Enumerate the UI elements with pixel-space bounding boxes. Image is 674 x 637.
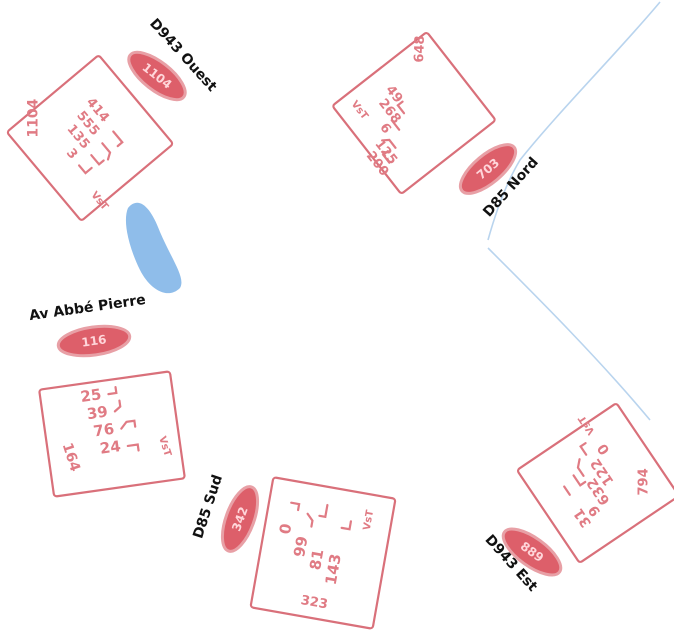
d85-sud-count-4: 143 — [322, 552, 345, 586]
d943-est-arrow-4 — [563, 485, 571, 496]
av-abbe-pierre-total: 164 — [59, 441, 83, 474]
d85-nord-marker: 703 — [458, 143, 518, 195]
d943-ouest-count-4: 3 — [63, 146, 80, 163]
d943-ouest-arrow-2 — [101, 142, 112, 161]
d85-nord-group: 648 49 268 6 125 200 VsT 703 D85 Nord — [332, 32, 542, 220]
d943-ouest-group: 1104 414 555 135 3 VsT 1104 D943 Ouest — [6, 16, 220, 221]
d85-sud-count-box: 323 0 99 81 143 VsT — [249, 476, 397, 630]
av-abbe-pierre-arrow-3 — [120, 419, 137, 430]
d943-ouest-total: 1104 — [26, 98, 42, 137]
d943-est-count-box: 794 0 122 632 9 31 VsT — [517, 403, 674, 563]
av-abbe-pierre-label: Av Abbé Pierre — [28, 292, 147, 324]
road-line-east — [487, 247, 651, 421]
av-abbe-pierre-count-2: 39 — [86, 402, 109, 423]
av-abbe-pierre-count-4: 24 — [99, 437, 122, 458]
d943-est-arrow-1 — [579, 442, 588, 456]
d943-est-count-1: 0 — [594, 440, 613, 457]
av-abbe-pierre-count-1: 25 — [79, 385, 102, 406]
d85-nord-vt: VsT — [349, 99, 370, 122]
d85-sud-arrow-1 — [290, 501, 301, 512]
av-abbe-pierre-arrow-1 — [107, 385, 118, 396]
d943-ouest-arrow-1 — [112, 130, 124, 148]
av-abbe-pierre-marker: 116 — [56, 324, 132, 358]
d85-sud-count-3: 81 — [306, 548, 327, 572]
d85-sud-arrow-3 — [318, 503, 329, 519]
d85-sud-arrow-2 — [306, 512, 314, 528]
av-abbe-pierre-count-box: 164 25 39 76 24 VsT — [38, 370, 186, 498]
d943-ouest-arrow-4 — [77, 164, 93, 175]
d943-est-group: 794 0 122 632 9 31 VsT 889 D943 Est — [482, 403, 674, 595]
d943-est-marker: 889 — [501, 527, 563, 577]
d85-sud-arrow-4 — [340, 520, 353, 531]
d943-ouest-marker: 1104 — [127, 50, 187, 102]
road-line-northeast — [487, 1, 661, 241]
d943-est-total: 794 — [636, 468, 651, 495]
d943-ouest-vt: VsT — [88, 190, 110, 213]
d85-nord-total: 648 — [412, 35, 428, 63]
av-abbe-pierre-group: Av Abbé Pierre 116 164 25 39 76 24 VsT — [28, 292, 186, 498]
d85-nord-arrow-4 — [381, 150, 391, 164]
traffic-island — [125, 202, 182, 294]
d85-sud-marker: 342 — [220, 485, 260, 553]
av-abbe-pierre-arrow-4 — [126, 443, 140, 452]
av-abbe-pierre-count-3: 76 — [92, 420, 115, 441]
av-abbe-pierre-vt: VsT — [156, 435, 173, 458]
d85-sud-count-2: 99 — [290, 535, 311, 559]
d85-sud-count-1: 0 — [276, 522, 296, 535]
d85-nord-count-3: 6 — [376, 121, 393, 137]
av-abbe-pierre-marker-value: 116 — [81, 332, 108, 349]
d943-ouest-arrow-3 — [90, 154, 105, 166]
d85-nord-arrow-3 — [381, 138, 397, 149]
d85-sud-total: 323 — [300, 593, 329, 612]
d943-est-arrow-2 — [576, 458, 585, 477]
d85-sud-group: D85 Sud 342 323 0 99 81 143 VsT — [190, 473, 397, 630]
d943-est-arrow-3 — [572, 474, 587, 487]
d85-sud-vt: VsT — [362, 509, 376, 531]
d85-sud-label: D85 Sud — [190, 473, 226, 541]
av-abbe-pierre-arrow-2 — [113, 399, 122, 413]
d85-nord-arrow-2 — [390, 119, 401, 131]
d85-nord-arrow-1 — [396, 100, 406, 115]
